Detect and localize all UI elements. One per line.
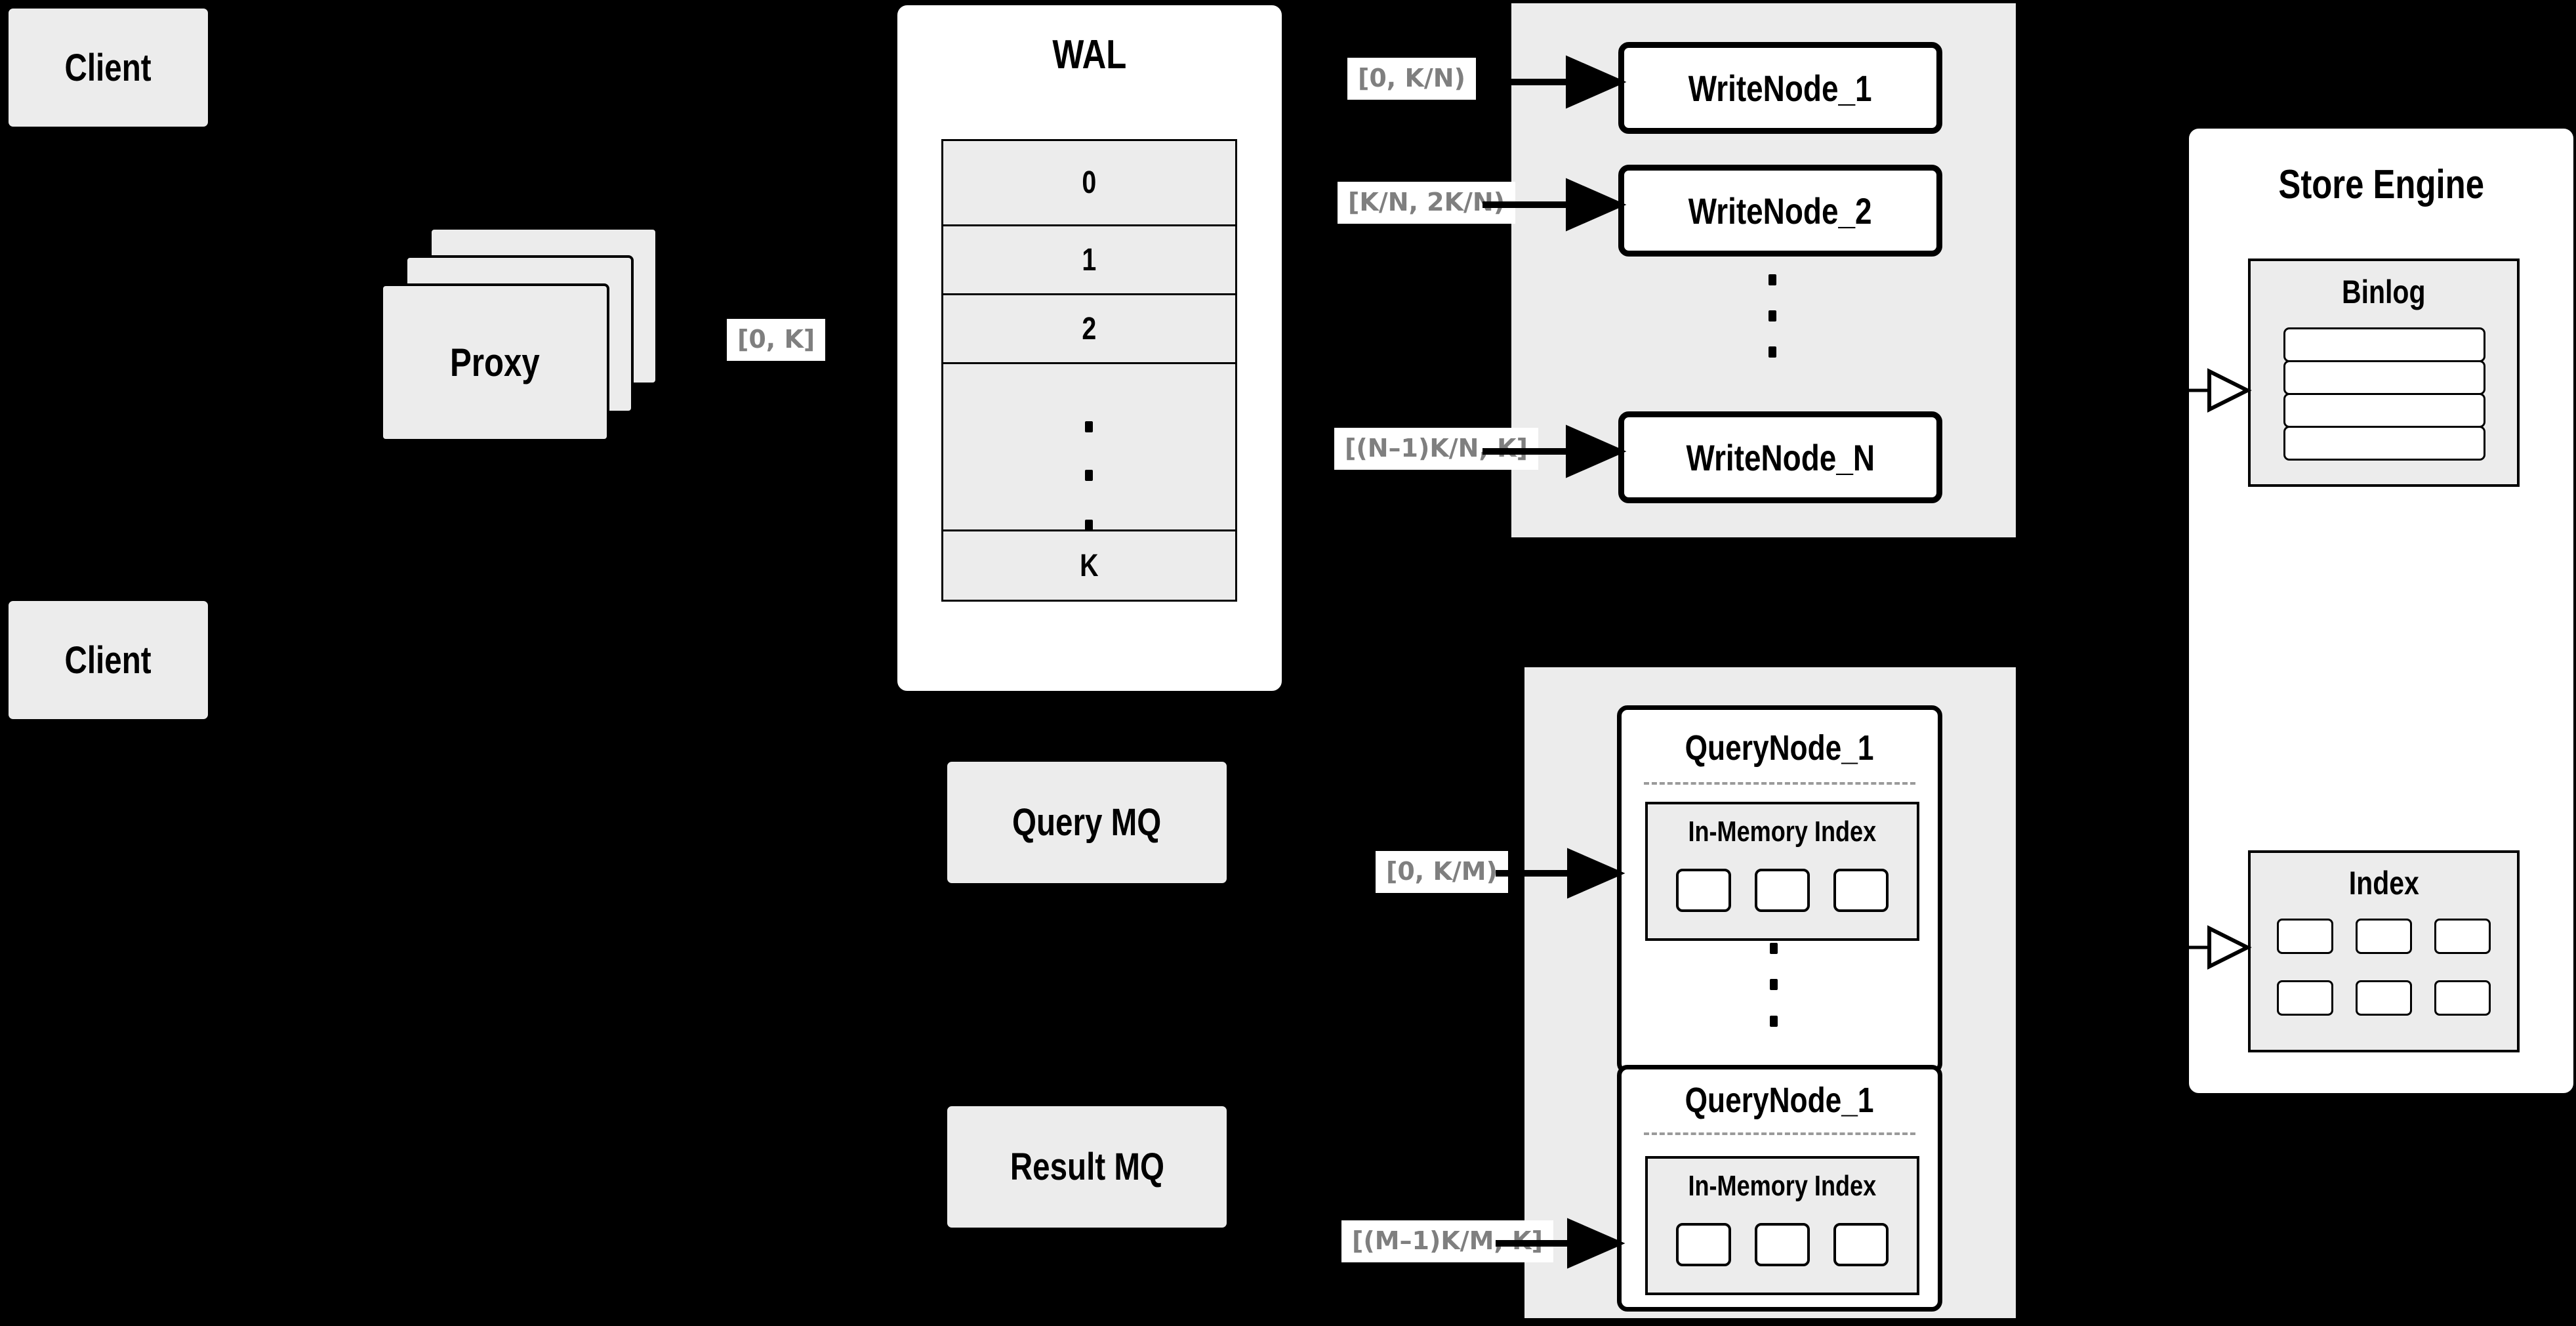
index-box: Index	[2248, 850, 2520, 1052]
write-node-n-label: WriteNode_N	[1686, 436, 1875, 478]
range-label-query-m: [(M–1)K/M, K]	[1341, 1220, 1553, 1262]
in-memory-index-bottom-title: In-Memory Index	[1688, 1170, 1877, 1202]
wal-row-ellipsis	[941, 362, 1237, 531]
index-cell	[2434, 980, 2491, 1016]
in-memory-index-top-box: In-Memory Index	[1645, 802, 1919, 941]
wal-ellipsis-dot	[1085, 421, 1093, 432]
binlog-box: Binlog	[2248, 259, 2520, 487]
query-node-bottom-title-row: QueryNode_1	[1622, 1072, 1938, 1129]
wal-box: WAL 0 1 2 K	[895, 3, 1284, 693]
wal-ellipsis-dot	[1085, 520, 1093, 531]
wal-row-2-label: 2	[1082, 311, 1097, 346]
wal-row-0: 0	[941, 139, 1237, 226]
write-node-2-box: WriteNode_2	[1618, 165, 1942, 257]
index-cells-row-1	[2251, 919, 2517, 954]
query-nodes-ellipsis-dot	[1770, 943, 1778, 954]
binlog-row	[2283, 327, 2485, 362]
index-segment-cell	[1833, 869, 1889, 912]
query-node-bottom-divider	[1644, 1132, 1915, 1135]
client-top-box: Client	[7, 7, 210, 129]
store-engine-title-row: Store Engine	[2189, 129, 2573, 240]
in-memory-index-top-title: In-Memory Index	[1688, 816, 1877, 848]
wal-table: 0 1 2 K	[941, 139, 1237, 602]
wal-row-1-label: 1	[1082, 242, 1097, 278]
write-node-1-label: WriteNode_1	[1688, 67, 1872, 109]
in-memory-index-top-cells	[1648, 869, 1917, 912]
range-label-write-1: [0, K/N)	[1347, 58, 1476, 100]
wal-title-row: WAL	[897, 5, 1282, 104]
index-segment-cell	[1833, 1223, 1889, 1266]
query-node-top-title-row: QueryNode_1	[1622, 715, 1938, 781]
range-label-query-1: [0, K/M)	[1376, 851, 1508, 893]
query-mq-box: Query MQ	[945, 760, 1229, 885]
index-cell	[2356, 980, 2412, 1016]
range-label-proxy-out: [0, K]	[727, 319, 826, 361]
client-top-label: Client	[64, 46, 152, 89]
query-node-bottom-title: QueryNode_1	[1685, 1081, 1874, 1120]
index-segment-cell	[1676, 1223, 1731, 1266]
index-segment-cell	[1676, 869, 1731, 912]
store-engine-box: Store Engine Binlog Index	[2187, 127, 2575, 1095]
index-cell	[2356, 919, 2412, 954]
index-cells-row-2	[2251, 980, 2517, 1016]
write-node-n-box: WriteNode_N	[1618, 411, 1942, 503]
proxy-box: Proxy	[380, 283, 609, 442]
client-bottom-box: Client	[7, 599, 210, 721]
index-title: Index	[2348, 865, 2419, 901]
query-mq-label: Query MQ	[1012, 801, 1162, 844]
wal-ellipsis-dot	[1085, 470, 1093, 481]
wal-row-k-label: K	[1080, 548, 1099, 583]
query-nodes-ellipsis-dot	[1770, 979, 1778, 990]
query-node-top-box: QueryNode_1 In-Memory Index	[1617, 705, 1942, 1074]
index-title-row: Index	[2251, 853, 2517, 913]
wal-row-0-label: 0	[1082, 165, 1097, 200]
binlog-row	[2283, 393, 2485, 428]
binlog-row	[2283, 426, 2485, 461]
wal-row-1: 1	[941, 224, 1237, 295]
binlog-title: Binlog	[2342, 274, 2426, 310]
in-memory-index-bottom-title-row: In-Memory Index	[1648, 1159, 1917, 1214]
index-segment-cell	[1755, 869, 1810, 912]
in-memory-index-top-title-row: In-Memory Index	[1648, 804, 1917, 860]
wal-title: WAL	[1052, 31, 1127, 77]
query-nodes-ellipsis-dot	[1770, 1016, 1778, 1027]
result-mq-label: Result MQ	[1010, 1146, 1164, 1188]
wal-row-2: 2	[941, 293, 1237, 364]
index-cell	[2434, 919, 2491, 954]
binlog-rows	[2283, 327, 2517, 461]
wal-row-k: K	[941, 529, 1237, 602]
index-cell	[2277, 919, 2333, 954]
proxy-label: Proxy	[450, 341, 540, 384]
in-memory-index-bottom-cells	[1648, 1223, 1917, 1266]
write-node-2-label: WriteNode_2	[1688, 190, 1872, 232]
client-bottom-label: Client	[64, 638, 152, 682]
binlog-title-row: Binlog	[2251, 261, 2517, 323]
range-label-write-2: [K/N, 2K/N)	[1338, 182, 1516, 224]
query-node-top-title: QueryNode_1	[1685, 728, 1874, 768]
query-node-top-divider	[1644, 782, 1915, 785]
binlog-row	[2283, 360, 2485, 395]
write-nodes-ellipsis-dot	[1768, 346, 1776, 358]
in-memory-index-bottom-box: In-Memory Index	[1645, 1156, 1919, 1295]
write-node-1-box: WriteNode_1	[1618, 42, 1942, 134]
index-cell	[2277, 980, 2333, 1016]
index-segment-cell	[1755, 1223, 1810, 1266]
store-engine-title: Store Engine	[2278, 161, 2484, 207]
write-nodes-ellipsis-dot	[1768, 310, 1776, 321]
write-nodes-ellipsis-dot	[1768, 274, 1776, 285]
query-node-bottom-box: QueryNode_1 In-Memory Index	[1617, 1065, 1942, 1312]
result-mq-box: Result MQ	[945, 1104, 1229, 1230]
range-label-write-n: [(N–1)K/N, K]	[1334, 428, 1538, 470]
